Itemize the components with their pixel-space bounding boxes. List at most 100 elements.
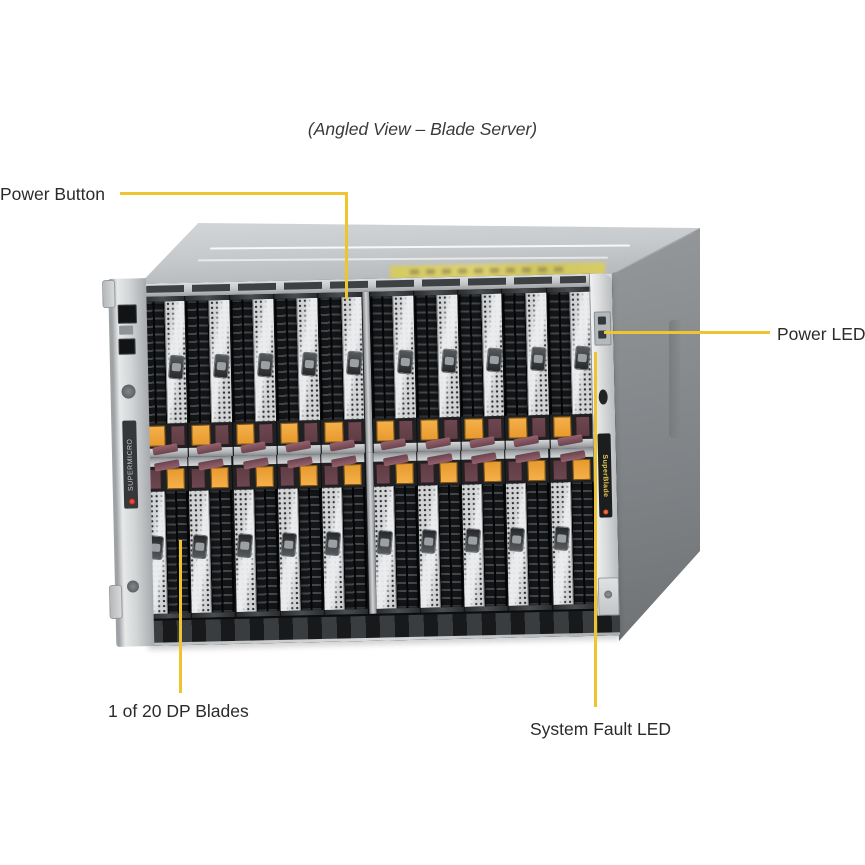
blade-front <box>277 487 324 611</box>
brand-logo-dot <box>128 498 135 505</box>
power-led-label: Power LED <box>777 324 865 344</box>
blade-vent-panel <box>233 489 257 612</box>
blade-latch-row <box>505 457 550 484</box>
power-button-callout-line-v <box>345 192 348 299</box>
blade-latch-row <box>188 464 233 491</box>
blade-group <box>372 447 598 614</box>
sticker-logo-dot <box>603 509 609 515</box>
dp-blade-callout-line <box>179 540 182 693</box>
mounting-ear-bottom <box>108 584 123 620</box>
dp-blades-label: 1 of 20 DP Blades <box>108 701 249 721</box>
blade-latch-orange <box>508 417 528 439</box>
blade-latch-dark <box>375 463 391 485</box>
blade-module <box>368 290 417 453</box>
blade-vent-panel <box>480 293 505 417</box>
blade-divider <box>276 453 321 469</box>
blade-group <box>140 291 366 458</box>
blade-drive-bay <box>546 292 573 415</box>
blade-front <box>274 297 321 421</box>
blade-vent-panel <box>252 298 277 422</box>
blade-front <box>546 291 594 415</box>
blade-latch-orange <box>254 466 274 488</box>
blade-console-connector <box>345 350 363 376</box>
blade-latch-dark <box>279 465 296 487</box>
blade-drive-bay <box>438 484 464 608</box>
blade-module <box>413 289 461 452</box>
blade-row-lower <box>143 447 598 619</box>
blade-latch-orange <box>147 425 167 447</box>
blade-console-connector <box>419 529 437 555</box>
blade-front <box>233 488 280 612</box>
power-led <box>597 316 607 325</box>
blade-group <box>143 452 370 619</box>
blade-console-connector <box>212 353 230 379</box>
blade-module <box>549 447 598 610</box>
usb-port <box>118 338 136 355</box>
chassis-right-side-panel <box>611 228 700 641</box>
blade-console-connector <box>168 354 186 380</box>
blade-module <box>317 291 366 454</box>
blade-latch-dark <box>508 460 524 482</box>
blade-console-connector <box>508 527 526 553</box>
system-fault-led-label: System Fault LED <box>530 719 672 739</box>
blade-latch-dark <box>323 464 340 486</box>
chassis-front-panel: SuperBlade <box>140 273 621 646</box>
blade-latch-orange <box>483 460 502 483</box>
blade-divider <box>321 452 365 468</box>
blade-latch-orange <box>235 423 255 445</box>
blade-drive-bay <box>458 294 484 417</box>
blade-divider <box>372 451 416 467</box>
thumb-screw <box>121 384 136 399</box>
blade-module <box>545 286 594 449</box>
sticker-text-blur <box>409 266 571 275</box>
blade-row-upper <box>140 286 594 458</box>
blade-drive-bay <box>393 485 420 609</box>
blade-console-connector <box>323 531 341 557</box>
blade-drive-bay <box>274 298 300 421</box>
blade-console-connector <box>279 532 297 558</box>
blade-latch-row <box>461 458 506 485</box>
blade-divider <box>143 456 188 472</box>
supermicro-brand-text: SUPERMICRO <box>126 438 135 491</box>
blade-vent-panel <box>525 292 549 416</box>
blade-front <box>461 483 508 607</box>
blade-vent-panel <box>341 296 365 420</box>
blade-latch-row <box>232 463 277 490</box>
blade-divider <box>505 448 549 464</box>
blade-console-connector <box>396 349 414 375</box>
superblade-sticker: SuperBlade <box>597 433 613 518</box>
blade-vent-panel <box>373 486 397 609</box>
blade-console-connector <box>529 346 547 372</box>
blade-divider <box>232 454 277 470</box>
rail-hole <box>598 389 608 405</box>
blade-module <box>232 454 281 617</box>
blade-front <box>502 292 549 416</box>
blade-latch-row <box>321 461 366 488</box>
blade-drive-bay <box>229 299 256 422</box>
blade-latch-row <box>416 459 461 486</box>
blade-latch-dark <box>191 467 207 489</box>
blade-latch-row <box>372 460 417 487</box>
blade-divider <box>460 449 505 465</box>
blade-console-connector <box>573 345 591 371</box>
blade-front <box>369 295 416 419</box>
blade-module <box>276 453 325 616</box>
blade-module <box>457 288 506 451</box>
blade-front <box>189 489 236 613</box>
blade-module <box>188 455 237 618</box>
blade-front <box>185 299 232 423</box>
blade-vent-panel <box>506 483 530 606</box>
blade-divider <box>549 447 594 463</box>
power-button-callout-line-h <box>120 192 348 195</box>
blade-drive-bay <box>502 293 528 416</box>
blade-front <box>417 484 464 608</box>
blade-vent-panel <box>461 484 486 607</box>
blade-vent-panel <box>392 295 416 419</box>
blade-latch-orange <box>464 418 484 440</box>
blade-vent-panel <box>436 294 461 418</box>
blade-latch-orange <box>419 419 439 441</box>
blade-drive-bay <box>342 486 368 610</box>
blade-front <box>229 298 277 422</box>
blade-group <box>368 286 594 453</box>
blade-latch-orange <box>375 420 395 442</box>
